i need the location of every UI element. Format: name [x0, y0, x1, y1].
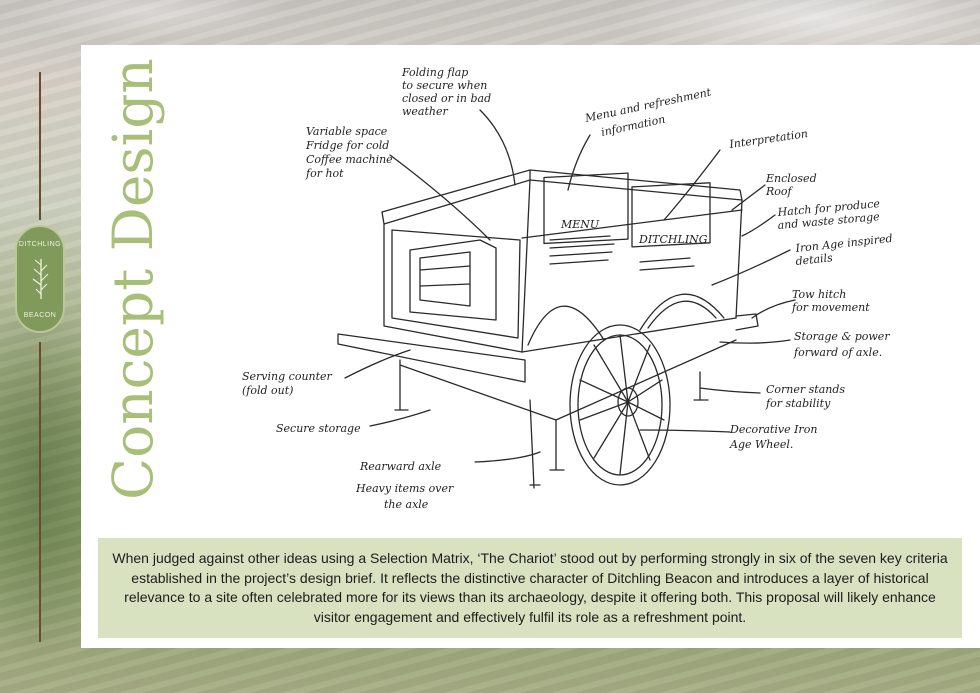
roof	[381, 169, 743, 225]
svg-text:closed or in bad: closed or in bad	[402, 92, 491, 105]
svg-text:Tow hitch: Tow hitch	[792, 288, 846, 301]
fridge-unit	[409, 239, 497, 321]
vertical-rule-top	[39, 72, 41, 220]
annotation-interpretation: Interpretation	[728, 127, 809, 151]
svg-text:Age Wheel.: Age Wheel.	[729, 438, 793, 451]
svg-text:Storage & power: Storage & power	[794, 330, 890, 343]
annotation-rearward-axle: Rearward axle Heavy items over the axle	[355, 460, 454, 511]
svg-text:details: details	[795, 251, 834, 268]
svg-text:to secure when: to secure when	[402, 79, 487, 92]
svg-text:(fold out): (fold out)	[242, 384, 293, 397]
svg-text:Folding flap: Folding flap	[401, 66, 468, 79]
annotation-hatch: Hatch for produce and waste storage	[776, 197, 881, 232]
annotation-variable-space: Variable space Fridge for cold Coffee ma…	[305, 125, 393, 180]
caption-box: When judged against other ideas using a …	[98, 538, 962, 638]
svg-text:for hot: for hot	[305, 167, 344, 180]
svg-text:Decorative Iron: Decorative Iron	[729, 423, 817, 436]
decorative-iron-age-wheel	[569, 324, 671, 486]
svg-text:Heavy items over: Heavy items over	[355, 482, 454, 495]
svg-text:Iron Age inspired: Iron Age inspired	[794, 232, 893, 255]
annotation-corner-stands: Corner stands for stability	[765, 383, 845, 410]
svg-text:weather: weather	[402, 105, 448, 118]
annotation-serving-counter: Serving counter (fold out)	[242, 370, 333, 397]
logo-text-top: DITCHLING	[18, 241, 62, 248]
ditchling-board-label: DITCHLING	[638, 233, 708, 246]
svg-text:Coffee machine: Coffee machine	[306, 153, 393, 166]
annotation-secure-storage: Secure storage	[276, 422, 361, 435]
svg-text:Fridge for cold: Fridge for cold	[305, 139, 389, 152]
svg-text:for movement: for movement	[791, 301, 870, 314]
sprig-icon	[32, 259, 49, 299]
vertical-rule-bottom	[39, 342, 41, 642]
svg-text:Corner stands: Corner stands	[766, 383, 845, 396]
annotation-tow-hitch: Tow hitch for movement	[791, 288, 870, 314]
annotation-enclosed-roof: Enclosed Roof	[765, 172, 817, 198]
menu-board-frame	[543, 172, 629, 245]
svg-text:Interpretation: Interpretation	[728, 127, 809, 151]
menu-board-label: MENU	[560, 218, 600, 231]
caption-text: When judged against other ideas using a …	[112, 550, 948, 625]
annotation-folding-flap: Folding flap to secure when closed or in…	[401, 66, 491, 118]
annotation-decorative-wheel: Decorative Iron Age Wheel.	[729, 423, 817, 451]
serving-counter	[337, 333, 526, 383]
annotation-storage-power: Storage & power forward of axle.	[793, 330, 890, 359]
svg-text:Secure storage: Secure storage	[276, 422, 361, 435]
annotation-menu-info: Menu and refreshment information	[583, 85, 713, 139]
svg-text:Roof: Roof	[765, 185, 794, 198]
ditchling-beacon-logo: DITCHLING BEACON	[15, 225, 65, 333]
annotation-iron-age-details: Iron Age inspired details	[794, 232, 893, 268]
svg-text:Enclosed: Enclosed	[765, 172, 817, 185]
svg-text:Variable space: Variable space	[306, 125, 388, 138]
svg-text:Serving counter: Serving counter	[242, 370, 333, 383]
svg-text:the axle: the axle	[384, 498, 429, 511]
svg-text:for stability: for stability	[765, 397, 831, 410]
svg-text:forward of axle.: forward of axle.	[793, 346, 882, 359]
svg-text:Rearward axle: Rearward axle	[359, 460, 442, 473]
name-board-frame	[631, 182, 711, 248]
logo-text-bottom: BEACON	[23, 312, 57, 319]
